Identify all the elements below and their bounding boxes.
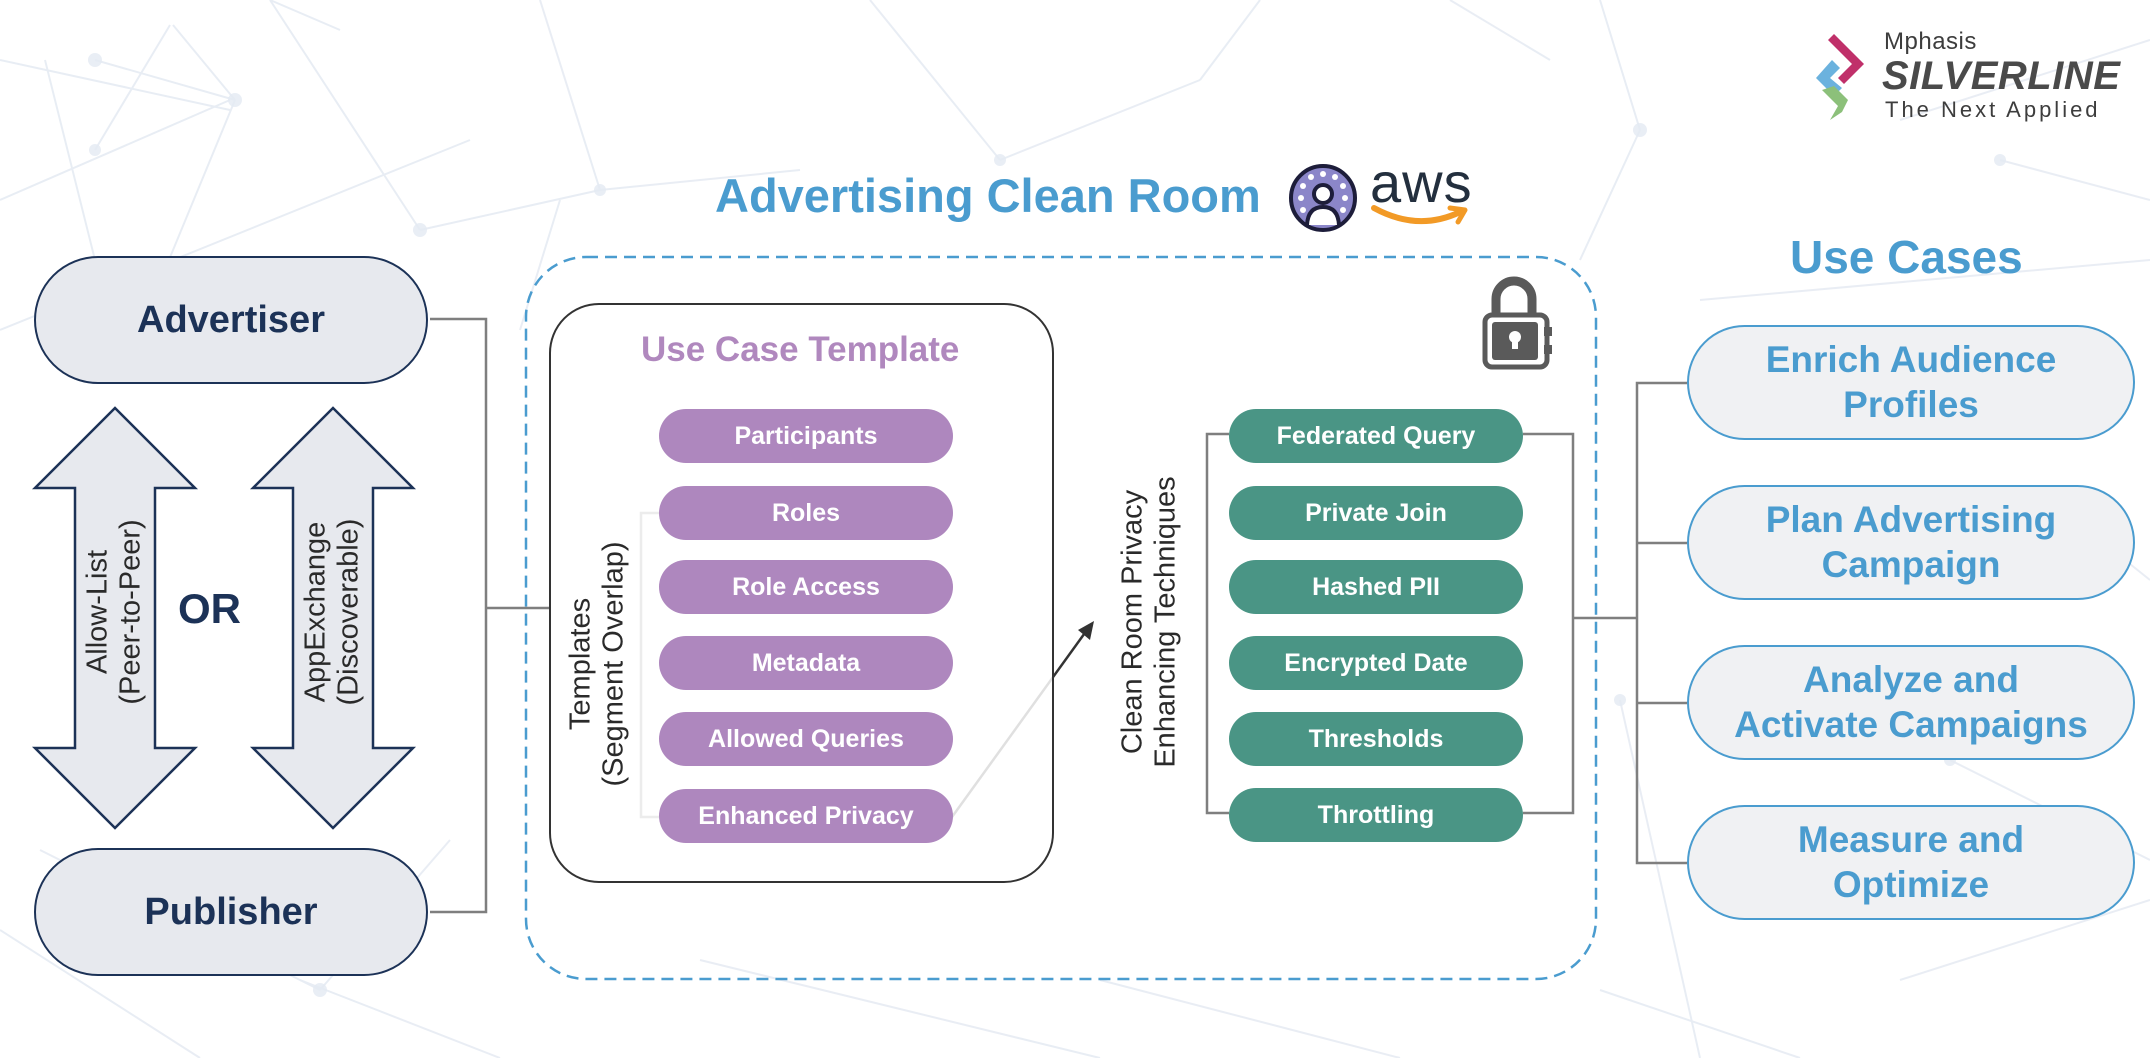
arrow-head-icon bbox=[1078, 621, 1094, 640]
publisher-node: Publisher bbox=[34, 848, 428, 976]
template-item-allowed-queries: Allowed Queries bbox=[659, 712, 953, 766]
privacy-right-bracket bbox=[1523, 432, 1575, 815]
technique-hashed-pii: Hashed PII bbox=[1229, 560, 1523, 614]
template-item-participants: Participants bbox=[659, 409, 953, 463]
padlock-icon bbox=[1482, 276, 1552, 370]
clean-rooms-icon bbox=[1289, 164, 1357, 232]
party-bracket bbox=[430, 317, 488, 914]
technique-throttling: Throttling bbox=[1229, 788, 1523, 842]
template-item-metadata: Metadata bbox=[659, 636, 953, 690]
appexchange-double-arrow-icon bbox=[249, 406, 417, 830]
advertiser-node: Advertiser bbox=[34, 256, 428, 384]
privacy-techniques-side-label: Clean Room Privacy Enhancing Techniques bbox=[1116, 476, 1182, 768]
or-label: OR bbox=[178, 585, 241, 632]
use-case-measure-optimize: Measure and Optimize bbox=[1687, 805, 2135, 920]
templates-side-label: Templates (Segment Overlap) bbox=[564, 541, 630, 787]
aws-smile-icon bbox=[1371, 205, 1468, 225]
privacy-left-bracket bbox=[1205, 432, 1229, 815]
template-item-roles: Roles bbox=[659, 486, 953, 540]
use-case-plan-advertising: Plan Advertising Campaign bbox=[1687, 485, 2135, 600]
usecases-bracket bbox=[1635, 381, 1687, 865]
use-case-analyze-activate: Analyze and Activate Campaigns bbox=[1687, 645, 2135, 760]
appexchange-label: AppExchange (Discoverable) bbox=[299, 518, 365, 706]
allow-list-double-arrow-icon bbox=[31, 406, 199, 830]
template-item-enhanced-privacy: Enhanced Privacy bbox=[659, 789, 953, 843]
technique-encrypted-date: Encrypted Date bbox=[1229, 636, 1523, 690]
technique-thresholds: Thresholds bbox=[1229, 712, 1523, 766]
logo-brand-name: SILVERLINE bbox=[1882, 54, 2121, 98]
use-case-enrich-audience: Enrich Audience Profiles bbox=[1687, 325, 2135, 440]
page-title: Advertising Clean Room bbox=[715, 169, 1261, 222]
technique-private-join: Private Join bbox=[1229, 486, 1523, 540]
use-case-template-title: Use Case Template bbox=[641, 330, 960, 369]
clean-room-boundary bbox=[524, 255, 1598, 981]
use-cases-title: Use Cases bbox=[1790, 231, 2023, 283]
allow-list-label: Allow-List (Peer-to-Peer) bbox=[81, 519, 147, 705]
technique-federated-query: Federated Query bbox=[1229, 409, 1523, 463]
logo-company-name: Mphasis bbox=[1884, 28, 1977, 55]
aws-logo-text: aws bbox=[1370, 151, 1473, 214]
silverline-logo-icon bbox=[1816, 34, 1864, 120]
logo-tagline: The Next Applied bbox=[1885, 97, 2101, 122]
template-item-role-access: Role Access bbox=[659, 560, 953, 614]
